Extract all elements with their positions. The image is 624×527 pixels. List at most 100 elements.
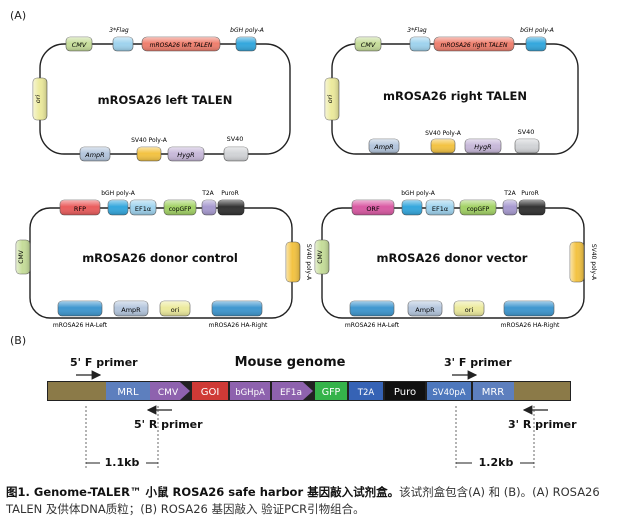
caption-title: 图1. Genome-TALER™ 小鼠 ROSA26 safe harbor … [6, 485, 400, 499]
plasmid-donor-control: mROSA26 donor control RFP bGH poly-A EF1… [15, 190, 312, 329]
svg-text:CMV: CMV [72, 41, 87, 49]
puror-element [217, 199, 245, 216]
svg-text:GOI: GOI [201, 387, 220, 398]
bghpa-segment: bGHpA [230, 382, 270, 400]
flag-label: 3*Flag [109, 27, 129, 34]
t2a-element [502, 199, 518, 216]
sv40polya-label: SV40 poly-A [305, 244, 312, 281]
svg-text:T2A: T2A [357, 388, 375, 398]
ha-right-element [503, 300, 555, 317]
puro-segment: Puro [385, 382, 425, 400]
rfp-element: RFP [59, 199, 101, 216]
svg-text:CMV: CMV [317, 249, 324, 263]
hygr-element: HygR [167, 146, 205, 162]
primer-3f-label: 3' F primer [444, 356, 512, 369]
bgh-element [235, 36, 257, 52]
plasmid-donor-vector: mROSA26 donor vector ORF bGH poly-A EF1α… [314, 190, 597, 329]
svg-text:CMV: CMV [158, 388, 179, 398]
ha-right-label: mROSA26 HA-Right [501, 322, 560, 329]
ori-element: ori [324, 77, 340, 121]
ori-element: ori [159, 300, 191, 317]
primer-5r-label: 5' R primer [134, 418, 203, 431]
ef1a-promoter-arrow: EF1a [272, 382, 313, 400]
sv40polya-label: SV40 poly-A [590, 244, 597, 281]
ha-left-label: mROSA26 HA-Left [53, 322, 108, 329]
svg-text:AmpR: AmpR [373, 143, 393, 151]
talen-element: mROSA26 right TALEN [433, 36, 515, 52]
svg-text:ori: ori [465, 306, 474, 314]
sv40polya-element [285, 241, 301, 283]
ori-element: ori [453, 300, 485, 317]
svg-text:ori: ori [34, 95, 42, 104]
svg-text:mROSA26 right TALEN: mROSA26 right TALEN [440, 42, 508, 49]
flag-label: 3*Flag [407, 27, 427, 34]
svg-text:HygR: HygR [474, 143, 491, 151]
caption-text: 该试剂盒包含(A) 和 (B)。(A) ROSA26 TALEN 及供体DNA质… [6, 485, 600, 516]
svg-text:AmpR: AmpR [84, 151, 104, 159]
bgh-label: bGH poly-A [101, 190, 136, 197]
plasmid-title: mROSA26 donor vector [377, 251, 528, 265]
primer-5f-label: 5' F primer [70, 356, 138, 369]
svg-text:EF1α: EF1α [135, 205, 151, 213]
ampr-element: AmpR [407, 300, 443, 317]
copgfp-element: copGFP [459, 199, 497, 216]
svg-text:Puro: Puro [394, 387, 416, 398]
panel-b-label: (B) [10, 334, 26, 347]
sv40-label: SV40 [518, 128, 535, 136]
svg-text:EF1a: EF1a [280, 388, 302, 398]
svg-text:EF1α: EF1α [432, 205, 448, 213]
svg-text:RFP: RFP [74, 205, 86, 213]
t2a-element [201, 199, 217, 216]
t2a-label: T2A [503, 190, 516, 197]
ampr-element: AmpR [113, 300, 149, 317]
primer-3r-label: 3' R primer [508, 418, 577, 431]
bgh-element [401, 199, 423, 216]
ef1a-element: EF1α [129, 199, 157, 216]
cmv-element: CMV [15, 239, 31, 275]
svg-text:ori: ori [171, 306, 180, 314]
svg-text:MRR: MRR [482, 387, 505, 398]
svg-text:MRL: MRL [117, 387, 139, 398]
figure-caption: 图1. Genome-TALER™ 小鼠 ROSA26 safe harbor … [6, 484, 618, 518]
goi-segment: GOI [192, 382, 228, 400]
mrr-segment: MRR [473, 382, 514, 400]
puror-label: PuroR [221, 190, 239, 197]
genome-map: Mouse genome 5' F primer 3' F primer MRL… [47, 355, 577, 470]
sv40polya-element [569, 241, 585, 283]
plasmid-left-talen: mROSA26 left TALEN CMV 3*Flag mROSA26 le… [32, 27, 291, 162]
sv40polya-label: SV40 Poly-A [425, 130, 462, 137]
copgfp-element: copGFP [163, 199, 197, 216]
svg-text:mROSA26 left TALEN: mROSA26 left TALEN [150, 42, 213, 49]
svg-text:CMV: CMV [361, 41, 376, 49]
panel-a-label: (A) [10, 9, 26, 22]
svg-text:AmpR: AmpR [415, 306, 435, 314]
bgh-element [107, 199, 129, 216]
svg-text:copGFP: copGFP [467, 206, 490, 213]
sv40polya-label: SV40 Poly-A [131, 137, 168, 144]
figure-canvas: (A) (B) mROSA26 left TALEN CMV 3*Flag mR… [10, 9, 597, 470]
svg-text:bGHpA: bGHpA [235, 388, 265, 398]
bgh-element [525, 36, 547, 52]
cmv-element: CMV [65, 36, 93, 52]
ha-left-element [57, 300, 103, 317]
dist-left-label: 1.1kb [105, 456, 140, 469]
genome-title: Mouse genome [235, 355, 346, 370]
genome-flank-right [514, 382, 570, 400]
svg-text:SV40pA: SV40pA [432, 388, 465, 398]
bgh-label: bGH poly-A [401, 190, 436, 197]
bgh-label: bGH poly-A [520, 27, 554, 34]
cmv-element: CMV [354, 36, 382, 52]
ha-right-label: mROSA26 HA-Right [209, 322, 268, 329]
hygr-element: HygR [464, 138, 502, 154]
ori-element: ori [32, 77, 48, 121]
ha-left-element [349, 300, 395, 317]
t2a-segment: T2A [349, 382, 383, 400]
puror-element [518, 199, 546, 216]
flag-element [409, 36, 431, 52]
gfp-segment: GFP [315, 382, 347, 400]
svg-text:AmpR: AmpR [121, 306, 141, 314]
sv40polya-element [430, 138, 456, 154]
flag-element [112, 36, 134, 52]
cmv-element: CMV [314, 239, 330, 275]
plasmid-right-talen: mROSA26 right TALEN CMV 3*Flag mROSA26 r… [324, 27, 579, 155]
